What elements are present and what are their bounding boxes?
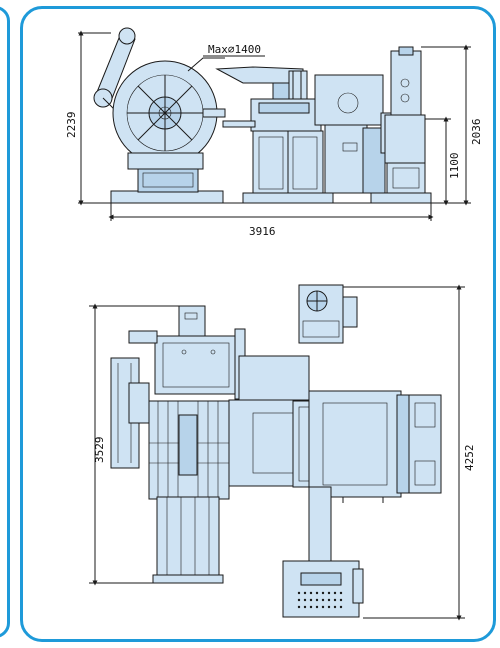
feeder-top [308,390,402,498]
top-view: 3529 4252 [89,284,476,621]
dim-2036: 2036 [470,119,483,146]
technical-drawing: Max∅1400 2239 [65,27,483,621]
dim-3529: 3529 [93,437,106,464]
uncoiler-base [110,190,224,204]
side-view: Max∅1400 2239 [65,27,483,238]
max-diameter-label: Max∅1400 [208,43,261,56]
press-side-top [408,394,442,494]
previous-panel-edge [0,6,10,638]
dim-4252: 4252 [463,445,476,472]
dim-1100: 1100 [448,153,461,180]
drawing-panel: Max∅1400 2239 [20,6,496,642]
uncoiler-top [154,335,238,395]
feeder-head [314,74,384,126]
dim-2239: 2239 [65,112,78,139]
operator-console [282,560,360,618]
dim-3916: 3916 [249,225,276,238]
